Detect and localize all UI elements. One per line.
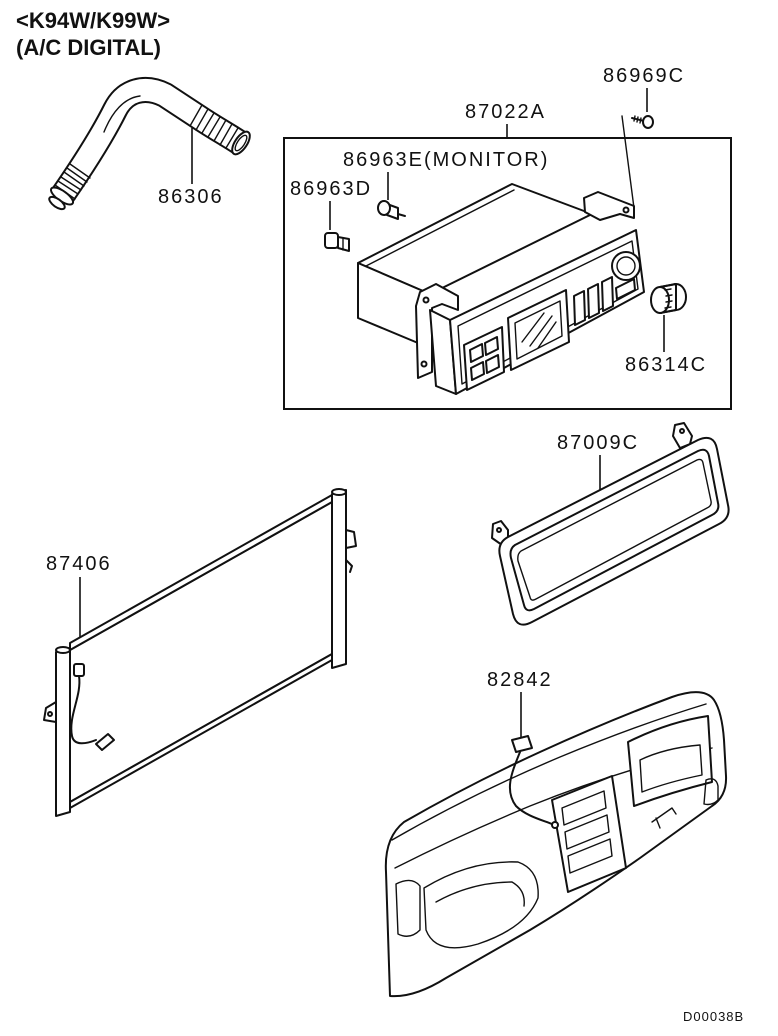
control-unit-top-edge xyxy=(365,189,515,267)
knob-drawing xyxy=(650,283,687,314)
right-button-1 xyxy=(573,290,586,326)
monitor-bulb-pin xyxy=(397,213,406,217)
bezel-frame-right-tab-hole xyxy=(679,428,685,434)
hose-body xyxy=(52,79,247,203)
glovebox xyxy=(423,861,539,949)
panel-drawing xyxy=(43,488,357,817)
left-bracket-hole-lower xyxy=(420,360,428,368)
right-button-3 xyxy=(601,276,614,312)
right-button-2 xyxy=(587,283,600,319)
hose-connector-lower xyxy=(48,195,66,211)
cluster-hood xyxy=(627,715,713,807)
panel-right-hook xyxy=(345,559,353,573)
screw-drawing xyxy=(631,115,654,129)
bezel-frame-middle xyxy=(509,448,720,612)
center-vent-3 xyxy=(567,838,613,874)
monitor-bulb-cap xyxy=(377,200,391,216)
dial-inner xyxy=(616,256,636,276)
spec-heading: (A/C DIGITAL) xyxy=(16,35,161,60)
bulb-head xyxy=(324,232,339,249)
callout-86963D[interactable]: 86963D xyxy=(290,178,372,200)
diagram-code: D00038B xyxy=(683,1009,744,1024)
panel-left-tank xyxy=(55,647,71,817)
panel-core xyxy=(69,501,333,803)
left-end-vent xyxy=(395,879,421,937)
knob-face xyxy=(650,286,670,314)
center-vent-2 xyxy=(564,814,610,850)
panel-sensor-wire xyxy=(70,675,97,745)
bezel-frame-left-tab-hole xyxy=(496,527,502,533)
callout-86306[interactable]: 86306 xyxy=(158,186,224,208)
panel-sensor-drawing xyxy=(70,663,115,751)
right-bracket-hole xyxy=(622,206,630,214)
knob-grip xyxy=(664,288,673,309)
bezel-frame-drawing xyxy=(491,422,730,626)
panel-right-tank xyxy=(331,489,347,669)
callout-86314C[interactable]: 86314C xyxy=(625,354,707,376)
hose-end-upper-opening xyxy=(234,134,248,152)
bezel-frame-inner xyxy=(517,458,712,601)
dashboard-crest-line xyxy=(391,703,707,841)
dash-sensor-drawing xyxy=(508,735,559,829)
hose-end-upper xyxy=(231,130,251,156)
bulb-drawing xyxy=(324,232,350,252)
dash-sensor-clip xyxy=(511,735,533,753)
hose-crease xyxy=(103,95,141,133)
cluster-opening xyxy=(639,744,703,793)
screw-thread xyxy=(633,115,642,124)
left-mount-bracket xyxy=(415,283,459,379)
bezel-inner-border xyxy=(457,240,639,385)
dashboard-drawing xyxy=(384,691,728,998)
display-segments xyxy=(521,312,557,349)
left-button-4 xyxy=(485,354,500,374)
left-bracket-hole xyxy=(422,296,430,304)
dash-sensor-wire xyxy=(508,751,553,825)
monitor-bulb-drawing xyxy=(377,200,406,220)
hose-drawing xyxy=(48,77,251,211)
control-unit-group-box xyxy=(283,137,732,410)
dial-switch xyxy=(615,278,636,300)
panel-left-bracket-hole xyxy=(47,711,53,717)
panel-right-tank-cap xyxy=(331,488,347,496)
control-unit-drawing xyxy=(357,183,645,395)
display-screen xyxy=(514,300,563,360)
panel-left-tank-cap xyxy=(55,646,71,654)
right-mount-bracket xyxy=(583,191,635,221)
panel-sensor-connector xyxy=(95,733,115,751)
dash-sensor-plug xyxy=(551,821,559,829)
left-button-2 xyxy=(484,336,499,356)
screw-head xyxy=(642,115,654,129)
callout-86963E[interactable]: 86963E(MONITOR) xyxy=(343,149,549,171)
callout-87009C[interactable]: 87009C xyxy=(557,432,639,454)
left-button-3 xyxy=(470,361,485,381)
model-heading: <K94W/K99W> xyxy=(16,8,170,33)
screw-attach-line xyxy=(621,115,635,209)
callout-87022A[interactable]: 87022A xyxy=(465,101,546,123)
callout-87406[interactable]: 87406 xyxy=(46,553,112,575)
glovebox-inner xyxy=(435,881,525,907)
panel-right-bracket xyxy=(345,529,357,549)
display-window xyxy=(507,289,570,371)
hose-ribs-upper xyxy=(189,104,239,149)
dial-recess xyxy=(611,251,641,281)
hose-ribs-lower xyxy=(54,163,91,200)
callout-86969C[interactable]: 86969C xyxy=(603,65,685,87)
panel-sensor-body xyxy=(73,663,85,677)
right-end-vent xyxy=(703,778,719,806)
callout-82842[interactable]: 82842 xyxy=(487,669,553,691)
center-vent-1 xyxy=(561,790,607,826)
dashboard-handle xyxy=(651,807,677,829)
left-button-1 xyxy=(469,343,484,363)
